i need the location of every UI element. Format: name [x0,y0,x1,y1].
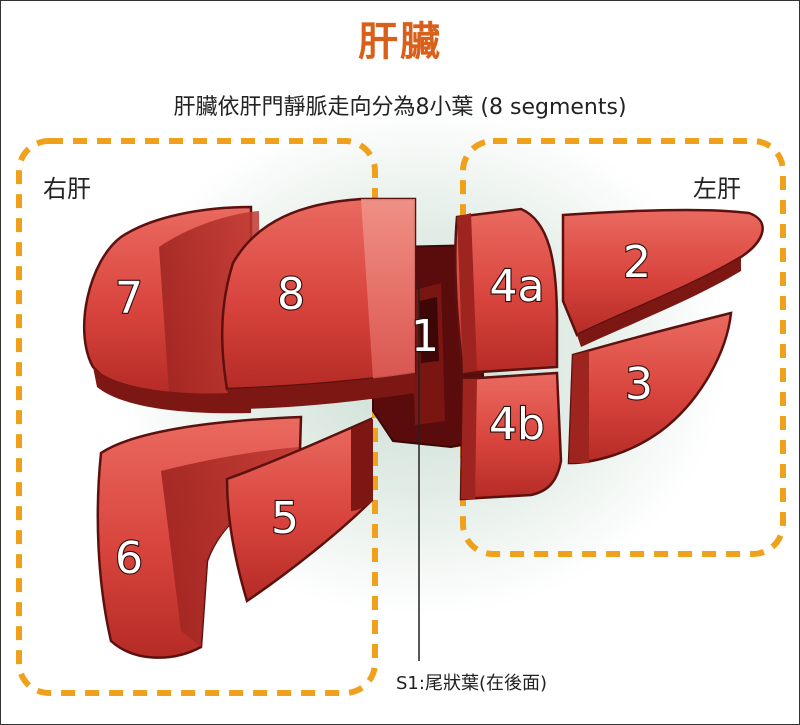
segment-5-label: 5 [271,493,299,544]
figure-subtitle: 肝臟依肝門靜脈走向分為8小葉 (8 segments) [173,95,627,120]
segment-1-label: 1 [411,311,439,362]
right-liver-label: 右肝 [43,175,91,203]
segment-8 [220,197,417,409]
figure-title: 肝臟 [358,19,442,65]
segment-8-label: 8 [277,269,305,320]
segment-5 [225,417,373,603]
segment-4b [459,371,563,501]
segment-3-label: 3 [625,359,653,410]
segment-4a-label: 4a [490,261,545,312]
segment-2-label: 2 [623,237,651,288]
segment-7-label: 7 [115,273,143,324]
segment-6-label: 6 [115,533,143,584]
segment-3 [567,311,733,465]
segment-2 [561,208,764,347]
segment-4b-label: 4b [489,399,545,450]
caudate-note: S1:尾狀葉(在後面) [396,673,547,694]
left-liver-region-box [460,138,786,557]
left-liver-label: 左肝 [693,175,741,203]
segment-4a [454,207,559,375]
segment-7 [82,205,261,414]
right-liver-region-box [16,138,378,696]
